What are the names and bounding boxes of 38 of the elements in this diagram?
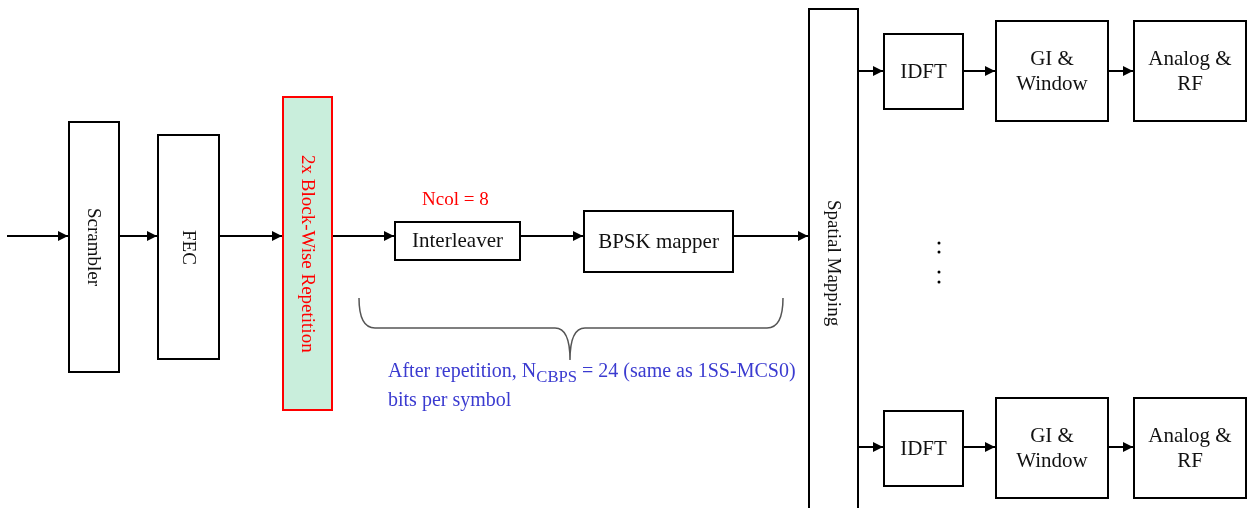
block-label: FEC	[177, 229, 200, 265]
block-label: GI & Window	[1015, 45, 1089, 97]
arrow	[1108, 442, 1134, 452]
block-label: Analog & RF	[1147, 422, 1233, 474]
block-label: IDFT	[900, 58, 947, 85]
interleaver-block	[394, 221, 521, 261]
annotation-text: After repetition, N$_{CBPS}$ = 24 (same as 1SS-MCS0) bits per symbol	[388, 358, 797, 411]
mapper-block	[583, 210, 734, 273]
arrow	[6, 231, 69, 241]
block-label: BPSK mapper	[598, 228, 719, 255]
scrambler-block	[68, 121, 120, 373]
block-label: Spatial Mapping	[822, 199, 845, 327]
parameter-note: Ncol = 8	[422, 188, 489, 210]
arrow	[733, 231, 809, 241]
arrow	[963, 442, 996, 452]
analog-rf-block	[1133, 20, 1247, 122]
arrow	[332, 231, 395, 241]
analog-rf-block	[1133, 397, 1247, 499]
arrow	[858, 66, 884, 76]
block-label: Analog & RF	[1147, 45, 1233, 97]
block-label: IDFT	[900, 435, 947, 462]
idft-block	[883, 410, 964, 487]
arrow	[219, 231, 283, 241]
spatial-mapping-block	[808, 8, 859, 508]
block-label: Scrambler	[83, 207, 106, 287]
arrow	[963, 66, 996, 76]
gi-window-block	[995, 20, 1109, 122]
idft-block	[883, 33, 964, 110]
arrow	[520, 231, 584, 241]
block-label: Interleaver	[412, 228, 503, 254]
repetition-block	[282, 96, 333, 411]
gi-window-block	[995, 397, 1109, 499]
arrow	[1108, 66, 1134, 76]
block-label: GI & Window	[1015, 422, 1089, 474]
arrow	[858, 442, 884, 452]
arrow	[119, 231, 158, 241]
fec-block	[157, 134, 220, 360]
block-label: 2x Block-Wise Repetition	[296, 154, 319, 353]
